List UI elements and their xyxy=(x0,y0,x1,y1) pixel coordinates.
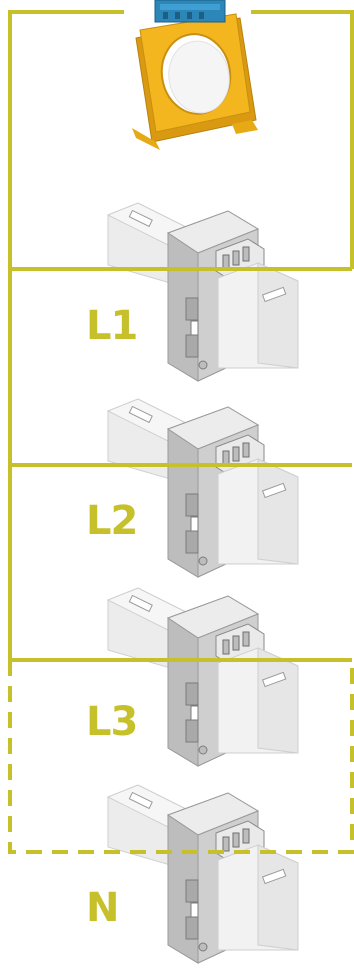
phase-label-l3: L3 xyxy=(86,702,146,742)
phase-label-l1: L1 xyxy=(86,306,146,346)
ring-current-sensor-icon xyxy=(132,0,258,150)
phase-label-n: N xyxy=(86,888,146,928)
current-transformer-l1-icon xyxy=(108,203,298,381)
conductor-l1-return xyxy=(251,12,352,269)
current-transformer-n-icon xyxy=(108,785,298,963)
phase-label-l2: L2 xyxy=(86,501,146,541)
current-transformer-l2-icon xyxy=(108,399,298,577)
